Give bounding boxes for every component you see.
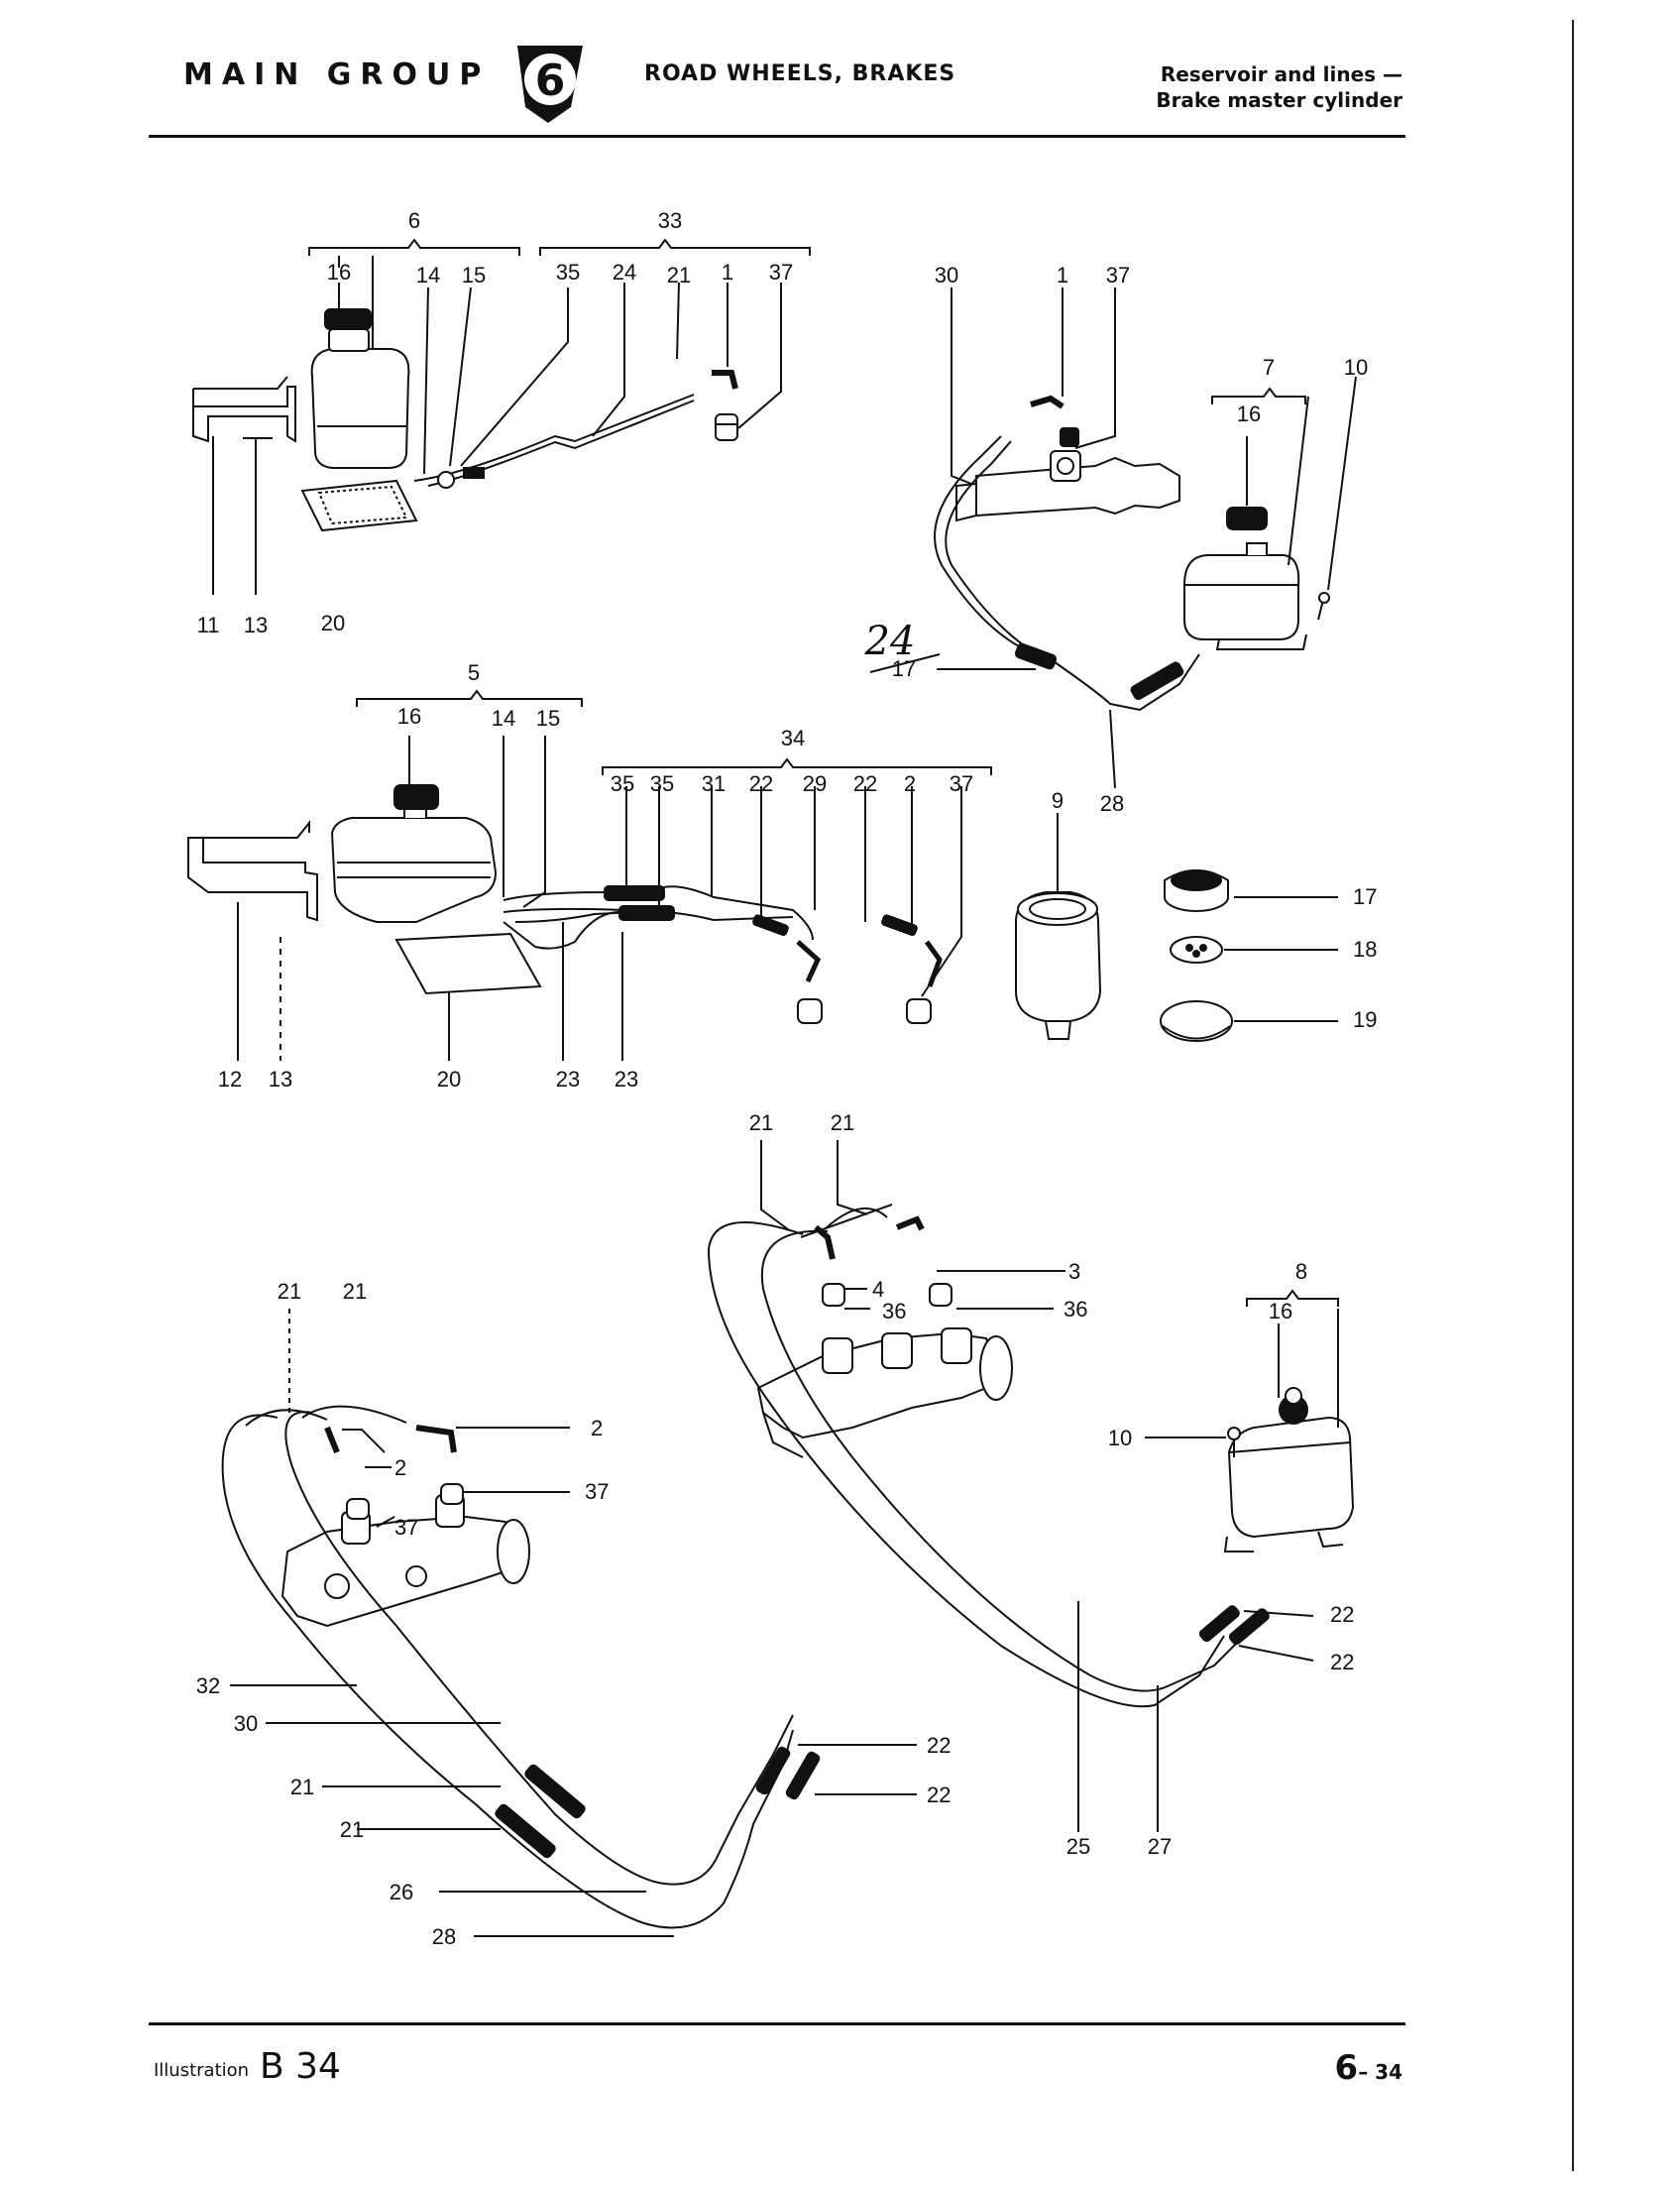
label-21: 21 bbox=[831, 1110, 854, 1135]
label-1: 1 bbox=[722, 260, 733, 285]
label-14: 14 bbox=[492, 706, 515, 731]
label-28: 28 bbox=[432, 1924, 456, 1949]
label-16: 16 bbox=[1237, 402, 1261, 426]
page-title-line1: Reservoir and lines — bbox=[1160, 62, 1402, 86]
label-26: 26 bbox=[390, 1880, 413, 1904]
label-25: 25 bbox=[1066, 1834, 1090, 1859]
label-22: 22 bbox=[927, 1783, 951, 1807]
label-3: 3 bbox=[1068, 1259, 1080, 1284]
illustration-code: B 34 bbox=[260, 2046, 341, 2087]
label-30: 30 bbox=[234, 1711, 258, 1736]
label-32: 32 bbox=[196, 1673, 220, 1698]
label-21: 21 bbox=[290, 1775, 314, 1799]
label-15: 15 bbox=[536, 706, 560, 731]
group-number: 6 bbox=[535, 56, 566, 106]
page-title: Reservoir and lines — Brake master cylin… bbox=[1156, 61, 1402, 113]
page-number-sub: – 34 bbox=[1358, 2060, 1402, 2084]
footer-rule bbox=[149, 2022, 1405, 2025]
label-12: 12 bbox=[218, 1067, 242, 1092]
binding-margin-line bbox=[1572, 20, 1574, 2171]
label-16: 16 bbox=[327, 260, 351, 285]
label-37: 37 bbox=[394, 1515, 418, 1540]
label-10: 10 bbox=[1108, 1426, 1132, 1450]
label-36: 36 bbox=[1064, 1297, 1087, 1322]
label-9: 9 bbox=[1052, 788, 1064, 813]
main-group-label: MAIN GROUP bbox=[183, 58, 491, 92]
handwritten-note: 24 bbox=[864, 619, 916, 664]
label-22: 22 bbox=[1330, 1602, 1354, 1627]
label-24: 24 bbox=[613, 260, 636, 285]
label-23: 23 bbox=[556, 1067, 580, 1092]
label-2: 2 bbox=[904, 771, 916, 796]
label-6: 6 bbox=[408, 208, 420, 233]
header-rule bbox=[149, 135, 1405, 138]
label-4: 4 bbox=[872, 1277, 884, 1302]
label-37: 37 bbox=[950, 771, 973, 796]
label-35: 35 bbox=[611, 771, 634, 796]
label-21: 21 bbox=[343, 1279, 367, 1304]
label-21: 21 bbox=[278, 1279, 301, 1304]
label-2: 2 bbox=[394, 1455, 406, 1480]
label-20: 20 bbox=[437, 1067, 461, 1092]
group-number-badge: 6 bbox=[517, 46, 583, 123]
page-title-line2: Brake master cylinder bbox=[1156, 88, 1402, 112]
label-34: 34 bbox=[781, 726, 805, 750]
label-23: 23 bbox=[615, 1067, 638, 1092]
label-22: 22 bbox=[853, 771, 877, 796]
label-20: 20 bbox=[321, 611, 345, 635]
label-21: 21 bbox=[340, 1817, 364, 1842]
label-1: 1 bbox=[1057, 263, 1068, 288]
label-30: 30 bbox=[935, 263, 958, 288]
label-36: 36 bbox=[882, 1299, 906, 1323]
label-22: 22 bbox=[1330, 1650, 1354, 1674]
label-2: 2 bbox=[591, 1416, 603, 1440]
label-16: 16 bbox=[397, 704, 421, 729]
label-15: 15 bbox=[462, 263, 486, 288]
label-22: 22 bbox=[749, 771, 773, 796]
label-13: 13 bbox=[244, 613, 268, 637]
label-29: 29 bbox=[803, 771, 827, 796]
label-31: 31 bbox=[702, 771, 726, 796]
label-21: 21 bbox=[749, 1110, 773, 1135]
label-37: 37 bbox=[769, 260, 793, 285]
label-35: 35 bbox=[650, 771, 674, 796]
label-10: 10 bbox=[1344, 355, 1368, 380]
label-14: 14 bbox=[416, 263, 440, 288]
label-22: 22 bbox=[927, 1733, 951, 1758]
label-21: 21 bbox=[667, 263, 691, 288]
label-13: 13 bbox=[269, 1067, 292, 1092]
label-17: 17 bbox=[1353, 884, 1377, 909]
illustration-label: Illustration bbox=[154, 2060, 250, 2081]
page-number: 6– 34 bbox=[1335, 2048, 1402, 2088]
label-7: 7 bbox=[1263, 355, 1275, 380]
label-5: 5 bbox=[468, 660, 480, 685]
label-8: 8 bbox=[1295, 1259, 1307, 1284]
label-19: 19 bbox=[1353, 1007, 1377, 1032]
label-18: 18 bbox=[1353, 937, 1377, 962]
label-28: 28 bbox=[1100, 791, 1124, 816]
page-number-main: 6 bbox=[1334, 2048, 1359, 2088]
label-35: 35 bbox=[556, 260, 580, 285]
section-title: ROAD WHEELS, BRAKES bbox=[644, 61, 956, 86]
label-27: 27 bbox=[1148, 1834, 1172, 1859]
label-37: 37 bbox=[1106, 263, 1130, 288]
label-37: 37 bbox=[585, 1479, 609, 1504]
label-33: 33 bbox=[658, 208, 682, 233]
label-11: 11 bbox=[197, 613, 220, 637]
label-16: 16 bbox=[1269, 1299, 1292, 1323]
